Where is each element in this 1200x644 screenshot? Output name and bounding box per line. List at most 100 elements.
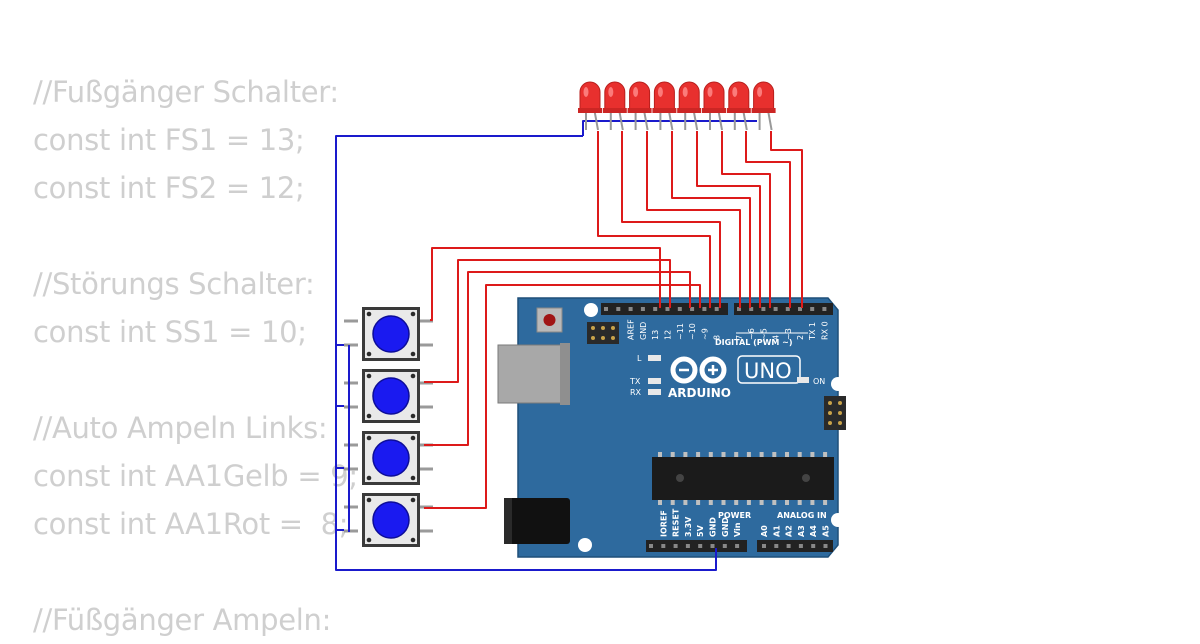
icsp-header-right bbox=[824, 396, 846, 430]
wire-led5 bbox=[696, 131, 761, 308]
code-line: const int AA1Rot = 8; bbox=[33, 507, 349, 541]
code-line: const int SS1 = 10; bbox=[33, 315, 307, 349]
red-led bbox=[602, 81, 627, 131]
atmega-chip bbox=[652, 452, 834, 505]
red-led bbox=[726, 81, 751, 131]
power-pin-label: GND bbox=[709, 517, 718, 537]
l-led bbox=[648, 355, 661, 361]
wire-led6 bbox=[721, 131, 771, 308]
power-pin-label: 5V bbox=[696, 524, 705, 537]
code-line: const int FS1 = 13; bbox=[33, 123, 305, 157]
pin-label: 8 bbox=[713, 335, 722, 340]
mounting-hole bbox=[831, 377, 845, 391]
l-led-label: L bbox=[637, 354, 642, 363]
button-cap[interactable] bbox=[372, 501, 410, 539]
pin-label: ~3 bbox=[784, 328, 793, 340]
wire-led4 bbox=[671, 131, 751, 308]
reset-button-cap[interactable] bbox=[543, 314, 556, 326]
digital-header-label: DIGITAL (PWM ~) bbox=[715, 338, 793, 347]
pin-label: AREF bbox=[627, 319, 636, 340]
on-led bbox=[797, 377, 809, 383]
tx-led-label: TX bbox=[629, 377, 641, 386]
power-label: POWER bbox=[718, 511, 751, 520]
pin-label: TX 1 bbox=[808, 322, 817, 341]
digital-header-right bbox=[734, 303, 833, 315]
pin-label: 2 bbox=[796, 335, 805, 340]
power-pin-label: RESET bbox=[672, 508, 681, 537]
wire-led3 bbox=[646, 131, 741, 308]
analog-pin-label: A5 bbox=[822, 525, 831, 537]
code-line: //Störungs Schalter: bbox=[33, 267, 315, 301]
code-line: const int AA1Gelb = 9; bbox=[33, 459, 358, 493]
led-row bbox=[578, 81, 776, 131]
analog-header bbox=[757, 540, 833, 552]
pin-label: ~9 bbox=[700, 328, 709, 340]
rx-led bbox=[648, 389, 661, 395]
analog-pin-label: A2 bbox=[785, 525, 794, 537]
red-led bbox=[751, 81, 776, 131]
arduino-logo-icon bbox=[670, 356, 727, 384]
button-cap[interactable] bbox=[372, 439, 410, 477]
wire-led7 bbox=[745, 131, 791, 308]
power-jack bbox=[504, 498, 570, 544]
red-led bbox=[652, 81, 677, 131]
pin-label: GND bbox=[639, 322, 648, 340]
pin-label: 4 bbox=[772, 335, 781, 340]
pushbutton[interactable] bbox=[344, 493, 433, 547]
usb-connector bbox=[497, 344, 569, 404]
red-led bbox=[677, 81, 702, 131]
button-cap[interactable] bbox=[372, 315, 410, 353]
analog-pin-label: A0 bbox=[760, 525, 769, 537]
power-pin-label: 3.3V bbox=[684, 516, 693, 537]
ground-wire-top bbox=[335, 135, 583, 346]
mounting-hole bbox=[578, 538, 592, 552]
on-label: ON bbox=[813, 377, 825, 386]
pin-label: 13 bbox=[651, 330, 660, 340]
pin-label: RX 0 bbox=[820, 321, 829, 340]
arduino-brand: ARDUINO bbox=[668, 386, 731, 400]
mounting-hole bbox=[831, 513, 845, 527]
code-line: const int FS2 = 12; bbox=[33, 171, 305, 205]
analog-pin-label: A3 bbox=[797, 525, 806, 537]
mounting-hole bbox=[584, 303, 598, 317]
code-line: //Auto Ampeln Links: bbox=[33, 411, 328, 445]
code-line: //Fußgänger Schalter: bbox=[33, 75, 339, 109]
pushbutton[interactable] bbox=[344, 431, 433, 485]
power-pin-label: GND bbox=[721, 517, 730, 537]
wire-led2 bbox=[621, 131, 721, 308]
pin-label: 7 bbox=[735, 335, 744, 340]
pushbuttons bbox=[344, 307, 433, 547]
power-pin-label: Vin bbox=[733, 522, 742, 537]
analog-pin-label: A4 bbox=[809, 525, 818, 537]
red-led bbox=[627, 81, 652, 131]
rx-led-label: RX bbox=[630, 388, 642, 397]
digital-header-left bbox=[601, 303, 728, 315]
wires bbox=[335, 120, 803, 571]
wire-pin9 bbox=[424, 284, 701, 509]
wire-led8 bbox=[770, 131, 803, 308]
pin-label: ~6 bbox=[747, 328, 756, 340]
code-background: //Fußgänger Schalter: const int FS1 = 13;… bbox=[33, 68, 358, 644]
wire-led1 bbox=[597, 131, 711, 308]
power-pin-label: IOREF bbox=[659, 510, 668, 537]
pin-label: ~11 bbox=[676, 323, 685, 340]
power-header bbox=[646, 540, 747, 552]
uno-label: UNO bbox=[744, 359, 792, 383]
red-led bbox=[578, 81, 602, 131]
ground-wire-bottom bbox=[335, 345, 717, 571]
red-led bbox=[702, 81, 726, 131]
button-cap[interactable] bbox=[372, 377, 410, 415]
pin-label: 12 bbox=[664, 330, 673, 340]
pin-label: ~5 bbox=[759, 328, 768, 340]
wire-pin12 bbox=[424, 259, 671, 383]
analog-pin-label: A1 bbox=[772, 525, 781, 537]
wire-pin13 bbox=[430, 247, 661, 321]
tx-led bbox=[648, 378, 661, 384]
uno-badge bbox=[737, 355, 801, 384]
pushbutton[interactable] bbox=[344, 307, 433, 361]
pushbutton[interactable] bbox=[344, 369, 433, 423]
analog-in-label: ANALOG IN bbox=[777, 511, 827, 520]
pin-label: ~10 bbox=[688, 323, 697, 340]
